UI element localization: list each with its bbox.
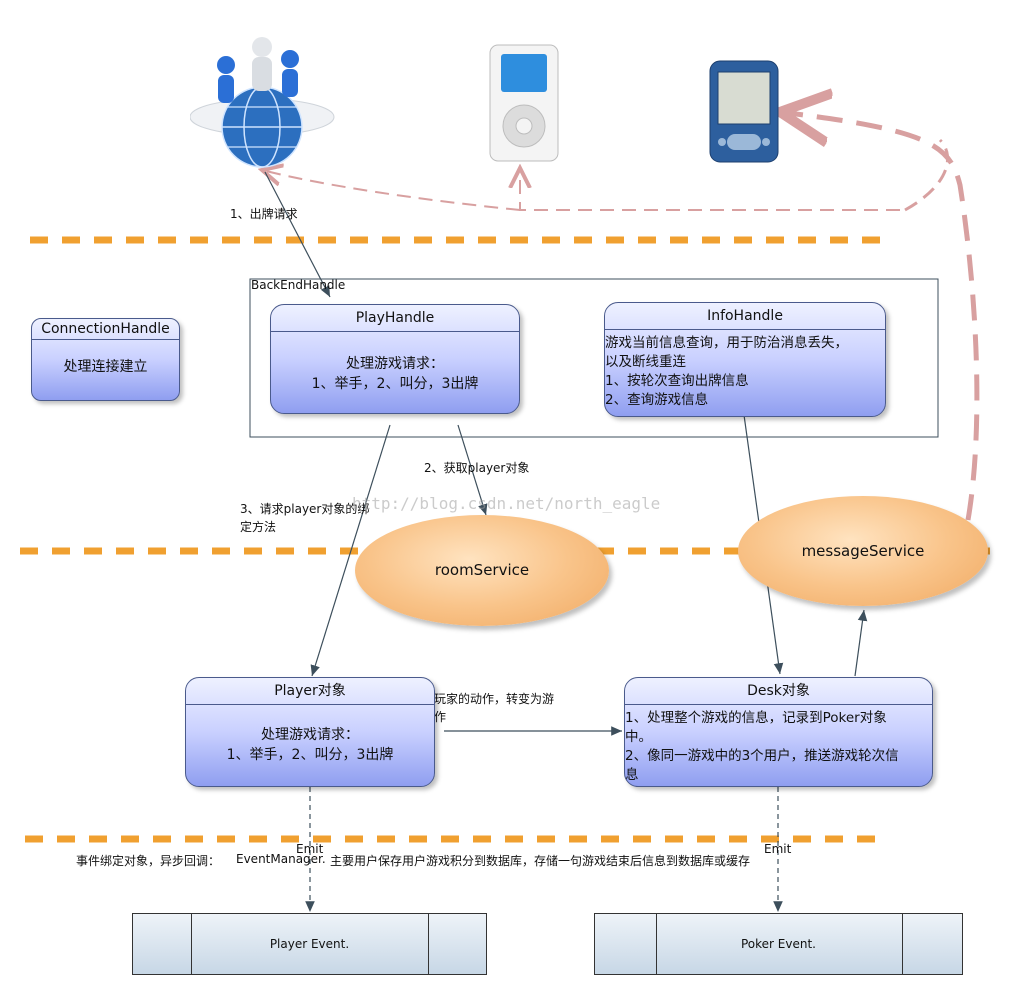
watermark: http://blog.csdn.net/north_eagle (352, 494, 661, 513)
connection-handle-title: ConnectionHandle (32, 319, 179, 340)
desk-object-line3: 2、像同一游戏中的3个用户，推送游戏轮次信 (625, 748, 899, 764)
globe-users-icon (189, 35, 335, 170)
desk-object-title: Desk对象 (625, 678, 932, 705)
room-service-label: roomService (434, 561, 530, 579)
info-handle-line4: 2、查询游戏信息 (605, 392, 709, 408)
push-to-pda-arrow (780, 112, 980, 521)
pda-icon (709, 60, 779, 163)
poker-event-label: Poker Event. (741, 937, 816, 951)
label-player-action-1: 玩家的动作，转变为游 (434, 692, 555, 706)
message-service: messageService (738, 496, 988, 606)
room-service: roomService (355, 515, 609, 626)
connection-handle-box: ConnectionHandle 处理连接建立 (31, 318, 180, 401)
play-handle-box: PlayHandle 处理游戏请求： 1、举手，2、叫分，3出牌 (270, 304, 520, 414)
label-request-player-2: 定方法 (240, 520, 277, 534)
label-get-player: 2、获取player对象 (424, 461, 530, 475)
player-event-label: Player Event. (269, 937, 350, 951)
play-handle-line2: 1、举手，2、叫分，3出牌 (311, 376, 479, 392)
info-handle-line1: 游戏当前信息查询，用于防治消息丢失， (605, 335, 848, 351)
play-handle-title: PlayHandle (271, 305, 519, 332)
event-manager-label: EventManager. (236, 852, 326, 866)
label-play-request: 1、出牌请求 (230, 207, 298, 221)
play-handle-line1: 处理游戏请求： (346, 356, 444, 372)
message-service-label: messageService (801, 542, 925, 560)
label-request-player-1: 3、请求player对象的绑 (240, 502, 370, 516)
info-handle-box: InfoHandle 游戏当前信息查询，用于防治消息丢失， 以及断线重连 1、按… (604, 302, 886, 417)
poker-event-box: Poker Event. (594, 913, 963, 975)
ipod-icon (489, 44, 559, 162)
desk-object-line4: 息 (625, 767, 639, 783)
connection-handle-desc: 处理连接建立 (63, 359, 148, 375)
backend-frame (249, 278, 939, 438)
player-object-box: Player对象 处理游戏请求： 1、举手，2、叫分，3出牌 (185, 677, 435, 787)
info-handle-title: InfoHandle (605, 303, 885, 330)
event-manager-desc: 主要用户保存用户游戏积分到数据库，存储一句游戏结束后信息到数据库或缓存 (330, 854, 751, 868)
player-event-box: Player Event. (132, 913, 487, 975)
emit-left-label: Emit (296, 842, 324, 856)
player-object-line2: 1、举手，2、叫分，3出牌 (226, 747, 394, 763)
backend-title: BackEndHandle (251, 278, 346, 292)
info-handle-line2: 以及断线重连 (605, 354, 686, 370)
event-bind-label: 事件绑定对象，异步回调： (76, 854, 221, 868)
desk-object-box: Desk对象 1、处理整个游戏的信息，记录到Poker对象 中。 2、像同一游戏… (624, 677, 933, 787)
label-player-action-2: 作 (434, 710, 447, 724)
player-object-title: Player对象 (186, 678, 434, 705)
info-handle-line3: 1、按轮次查询出牌信息 (605, 373, 749, 389)
push-to-web-arrow (262, 170, 521, 211)
desk-object-line2: 中。 (625, 729, 652, 745)
emit-right-label: Emit (764, 842, 792, 856)
player-object-line1: 处理游戏请求： (261, 727, 359, 743)
push-to-ipod-arrow (520, 168, 900, 211)
desk-object-line1: 1、处理整个游戏的信息，记录到Poker对象 (625, 710, 887, 726)
